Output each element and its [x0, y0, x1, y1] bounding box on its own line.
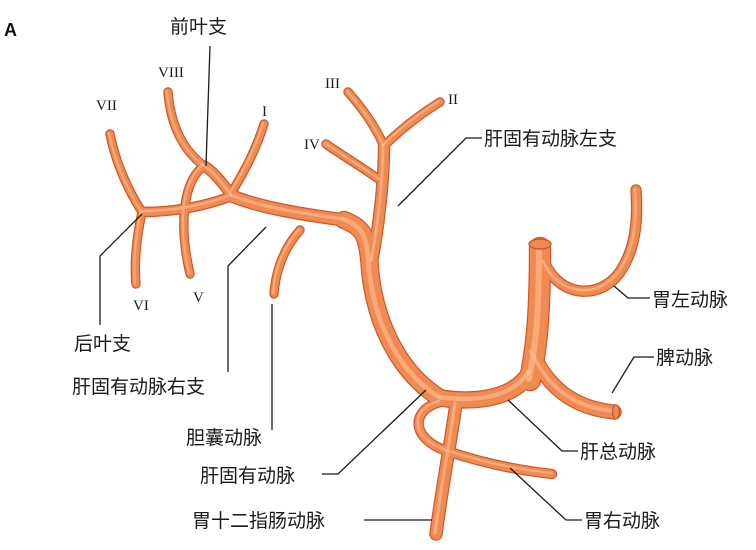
- segment-label-ii: II: [448, 92, 458, 108]
- vessel-segment-i-highlight: [229, 121, 265, 193]
- leader-left-hepatic: [397, 137, 482, 207]
- vessel-right-gastric-loop: [414, 398, 556, 478]
- segment-label-iii: III: [325, 76, 340, 92]
- vessel-trunk-cut-end: [528, 238, 552, 250]
- leader-anterior-branch: [205, 45, 211, 167]
- label-cystic: 胆囊动脉: [186, 427, 262, 449]
- vessel-left-hepatic-highlight: [369, 143, 385, 263]
- leader-right-hepatic: [227, 226, 267, 372]
- vessel-anterior-branch-highlight: [201, 163, 233, 197]
- label-left-hepatic: 肝固有动脉左支: [484, 128, 617, 150]
- vessel-left-gastric-highlight: [541, 187, 637, 292]
- label-right-hepatic: 肝固有动脉右支: [72, 376, 205, 398]
- label-proper-hepatic: 肝固有动脉: [200, 465, 295, 487]
- vessel-segment-vii-highlight: [107, 131, 143, 213]
- vessel-right-hepatic-highlight: [229, 193, 345, 221]
- leader-common-hepatic: [507, 399, 578, 452]
- vessel-splenic-highlight: [529, 349, 615, 413]
- vessel-splenic-cut-end: [611, 404, 621, 420]
- label-anterior-branch: 前叶支: [170, 16, 227, 38]
- leader-splenic: [611, 356, 654, 394]
- vessel-proper-hepatic-highlight: [340, 216, 442, 400]
- vessel-proper-hepatic-outline: [334, 210, 450, 408]
- label-right-gastric: 胃右动脉: [584, 510, 660, 532]
- leader-posterior-branch: [99, 213, 143, 325]
- vessel-gastroduodenal-highlight: [433, 401, 457, 535]
- segment-label-viii: VIII: [158, 65, 184, 81]
- vessel-segment-v-highlight: [181, 163, 205, 275]
- vessel-segment-iii-highlight: [345, 89, 385, 147]
- label-posterior-branch: 后叶支: [74, 333, 131, 355]
- label-common-hepatic: 肝总动脉: [580, 441, 656, 463]
- vessel-segment-iv-highlight: [323, 141, 381, 181]
- vessel-segment-vi-highlight: [133, 209, 143, 285]
- vessel-segment-viii-highlight: [165, 89, 205, 167]
- label-left-gastric: 胃左动脉: [652, 289, 728, 311]
- vessel-segment-ii: [380, 98, 444, 150]
- leader-lines: [99, 45, 654, 521]
- vessel-segment-ii-highlight: [381, 99, 441, 147]
- vessel-cystic: [270, 226, 304, 298]
- vessel-common-hepatic-highlight: [436, 368, 532, 402]
- leader-left-gastric: [613, 285, 650, 299]
- vessel-highlight-layer: [107, 89, 637, 535]
- segment-label-i: I: [262, 104, 267, 120]
- label-gastroduodenal: 胃十二指肠动脉: [192, 510, 325, 532]
- vessel-segment-i: [228, 120, 268, 196]
- segment-label-vi: VI: [133, 298, 149, 314]
- segment-label-vii: VII: [96, 98, 117, 114]
- leader-right-gastric: [509, 467, 582, 521]
- segment-label-v: V: [193, 290, 204, 306]
- leader-proper-hepatic: [322, 389, 427, 475]
- segment-label-iv: IV: [304, 137, 320, 153]
- vessel-right-gastric-loop-highlight: [416, 399, 553, 475]
- vessel-abdominal-trunk-highlight: [526, 244, 542, 382]
- label-splenic: 脾动脉: [656, 347, 713, 369]
- vessel-cystic-highlight: [271, 227, 301, 295]
- panel-letter: A: [4, 20, 17, 40]
